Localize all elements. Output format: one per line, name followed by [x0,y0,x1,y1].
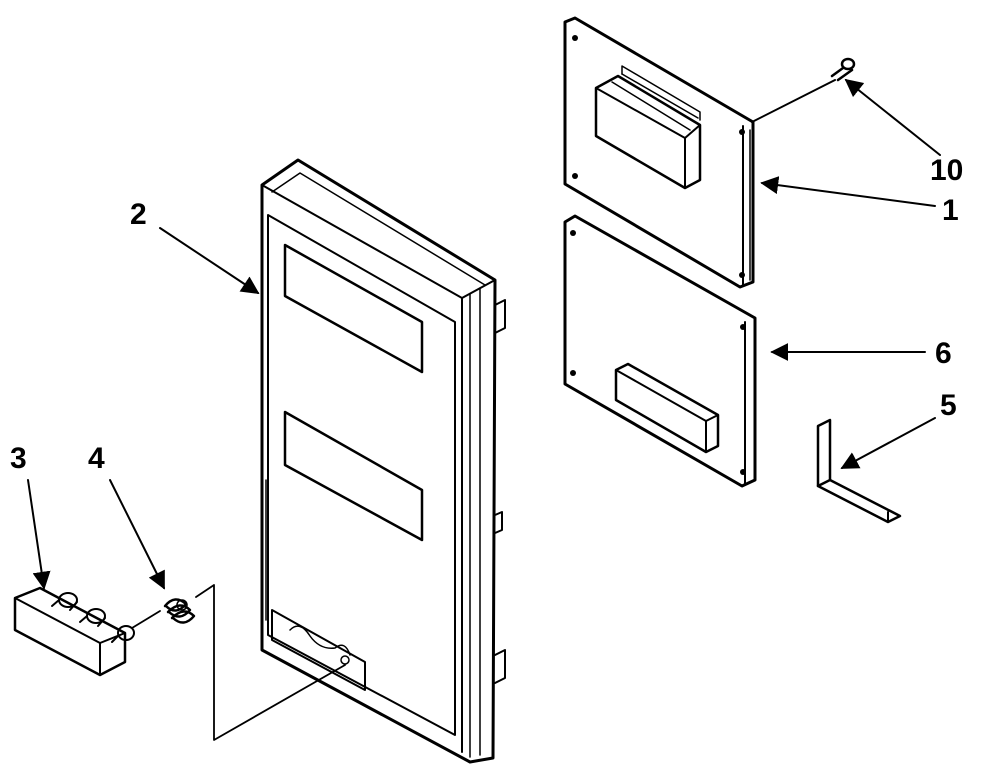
screw [751,57,856,123]
callout-2: 2 [130,198,147,231]
callout-1: 1 [942,194,959,227]
spring-to-cap-line [131,610,161,629]
callout-3: 3 [10,442,27,475]
door-panel [260,158,506,764]
control-board-upper [563,16,755,289]
callout-10: 10 [930,154,963,187]
callout-arrow-4 [109,479,165,590]
spring-routing-line [195,584,346,741]
callout-arrow-3 [27,479,51,590]
button-cap [13,586,135,677]
callout-arrow-10 [844,78,941,156]
callout-arrow-1 [760,176,936,207]
callout-6: 6 [935,337,952,370]
callout-arrow-5 [840,417,936,469]
callout-5: 5 [940,389,957,422]
control-board-lower [563,214,757,488]
callout-4: 4 [88,442,105,475]
callout-arrow-2 [159,227,260,294]
shield-bracket [816,418,902,524]
spring [163,598,196,624]
